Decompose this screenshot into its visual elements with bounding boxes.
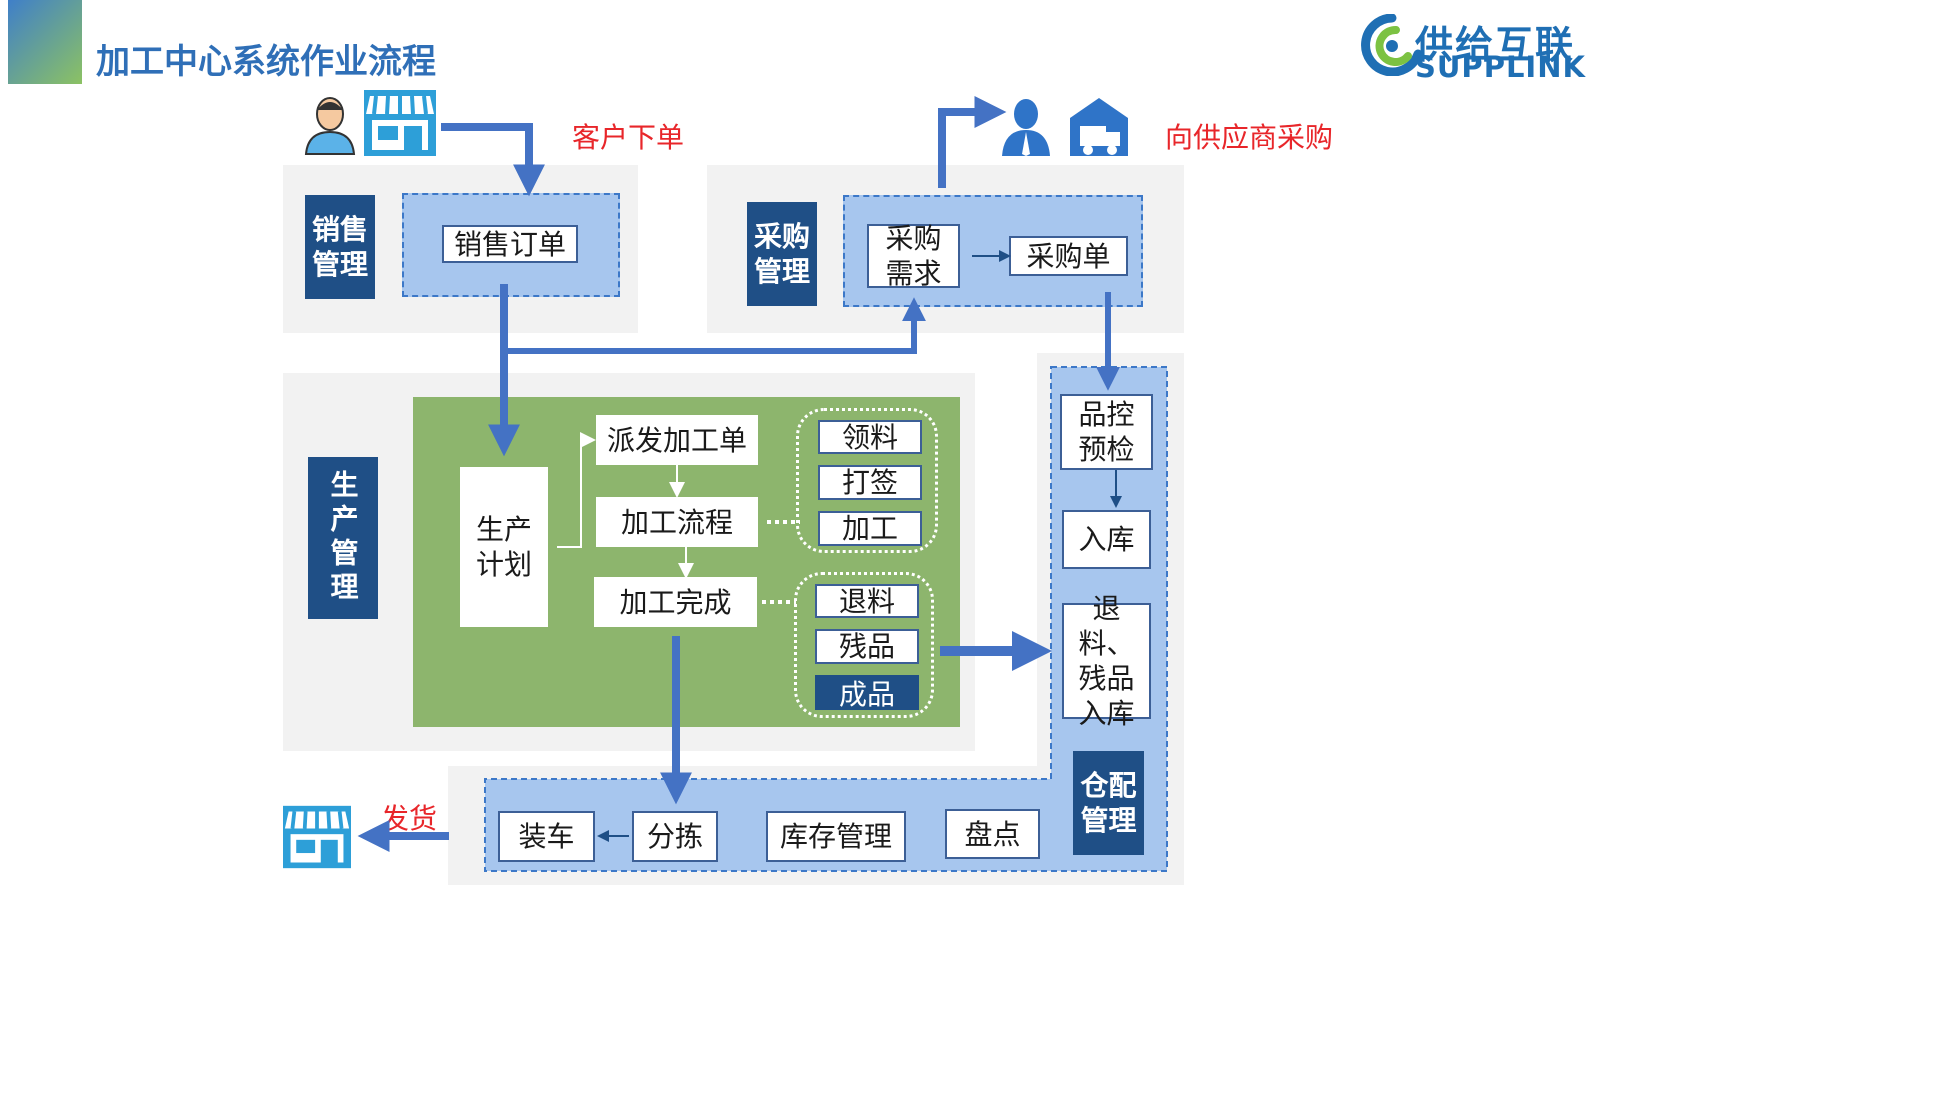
process-items-group	[796, 408, 938, 553]
item-finished-goods: 成品	[815, 675, 919, 711]
note-customer-order: 客户下单	[572, 121, 685, 154]
item-return-material: 退料	[815, 584, 919, 618]
sales-order-box: 销售订单	[442, 225, 578, 263]
dept-warehouse: 仓配管理	[1073, 751, 1144, 855]
item-labeling: 打签	[818, 465, 922, 500]
dispatch-order-box: 派发加工单	[596, 415, 758, 465]
dept-sales: 销售管理	[305, 195, 375, 299]
note-ship: 发货	[381, 802, 438, 835]
logo-en-text: SUPPLINK	[1415, 50, 1586, 84]
qc-precheck-box: 品控预检	[1060, 394, 1153, 470]
item-processing: 加工	[818, 511, 922, 546]
loading-box: 装车	[498, 811, 595, 862]
supplier-person-icon	[1000, 96, 1052, 156]
customer-icon	[302, 94, 358, 156]
production-plan-box: 生产计划	[460, 467, 548, 627]
ship-store-icon	[283, 804, 351, 870]
sorting-box: 分拣	[632, 811, 718, 862]
supplier-warehouse-icon	[1068, 96, 1130, 156]
purchase-demand-box: 采购需求	[867, 222, 960, 290]
process-complete-box: 加工完成	[594, 577, 757, 627]
logo-cn-text: 供给互联	[1415, 23, 1576, 67]
note-supplier-purchase: 向供应商采购	[1165, 121, 1334, 154]
title-accent-block	[8, 0, 82, 84]
dept-production: 生产管理	[308, 457, 378, 619]
inventory-mgmt-box: 库存管理	[766, 811, 906, 862]
dept-purchase: 采购管理	[747, 202, 817, 306]
complete-items-group	[794, 572, 934, 718]
supplink-logo	[1352, 13, 1432, 77]
item-pick-material: 领料	[818, 420, 922, 454]
item-defective: 残品	[815, 629, 919, 664]
return-inbound-box: 退料、残品入库	[1062, 592, 1151, 730]
inbound-box: 入库	[1062, 510, 1151, 569]
process-flow-box: 加工流程	[596, 497, 758, 547]
page-title: 加工中心系统作业流程	[96, 42, 436, 82]
stocktake-box: 盘点	[945, 809, 1040, 859]
store-icon	[364, 90, 436, 156]
